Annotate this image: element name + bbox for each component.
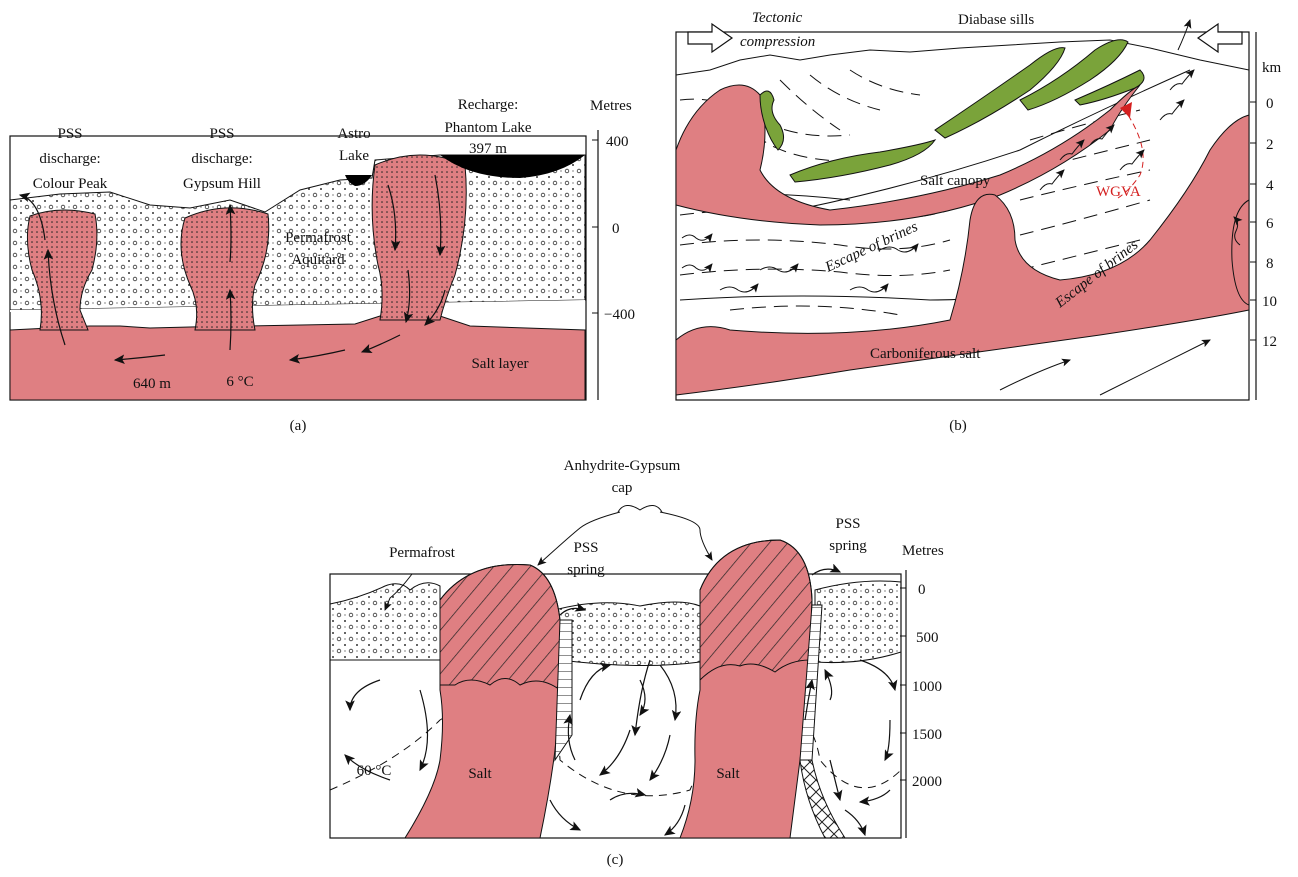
panel-b-tick: 6	[1266, 216, 1274, 232]
panel-b-caption: (b)	[949, 418, 967, 434]
label-pss-mid: Gypsum Hill	[183, 176, 261, 192]
label-salt: Salt	[468, 766, 492, 782]
label-pss-spring: PSS	[573, 540, 598, 556]
panel-c-tick: 1000	[912, 679, 942, 695]
panel-b-tick: 12	[1262, 334, 1277, 350]
panel-b: km 0 2 4 6 8 10 12 Tectonic compression …	[676, 10, 1282, 434]
panel-a-tick: −400	[604, 307, 635, 323]
label-pss-spring: PSS	[835, 516, 860, 532]
label-permafrost: Aquitard	[291, 252, 345, 268]
label-temp: 6 °C	[226, 374, 253, 390]
label-temp: 60 °C	[357, 763, 392, 779]
panel-b-tick: 8	[1266, 256, 1274, 272]
label-carboniferous-salt: Carboniferous salt	[870, 346, 981, 362]
label-astro: Astro	[337, 126, 370, 142]
label-anhydrite: Anhydrite-Gypsum	[564, 458, 681, 474]
panel-c-axis-title: Metres	[902, 543, 944, 559]
label-salt-layer: Salt layer	[471, 356, 528, 372]
anhydrite-cap-left	[440, 564, 560, 690]
panel-a-axis: Metres 400 0 −400	[590, 98, 635, 400]
panel-b-tick: 0	[1266, 96, 1274, 112]
label-pss-mid: PSS	[209, 126, 234, 142]
panel-a-axis-title: Metres	[590, 98, 632, 114]
label-astro: Lake	[339, 148, 369, 164]
panel-b-axis-title: km	[1262, 60, 1282, 76]
panel-b-tick: 10	[1262, 294, 1277, 310]
panel-c-axis: Metres 0 500 1000 1500 2000	[900, 543, 944, 838]
label-salt: Salt	[716, 766, 740, 782]
label-recharge: Phantom Lake	[444, 120, 531, 136]
panel-c-tick: 500	[916, 630, 939, 646]
label-pss-spring: spring	[829, 538, 867, 554]
label-depth: 640 m	[133, 376, 171, 392]
label-pss-left: PSS	[57, 126, 82, 142]
panel-c-tick: 2000	[912, 774, 942, 790]
label-pss-spring: spring	[567, 562, 605, 578]
label-pss-mid: discharge:	[191, 151, 252, 167]
label-pss-left: Colour Peak	[33, 176, 108, 192]
label-tectonic: compression	[740, 34, 815, 50]
label-recharge: 397 m	[469, 141, 507, 157]
panel-a: Metres 400 0 −400 PSS discharge: Colour …	[10, 97, 635, 434]
label-salt-canopy: Salt canopy	[920, 173, 991, 189]
panel-a-caption: (a)	[290, 418, 307, 434]
label-wgva: WGVA	[1096, 184, 1141, 200]
label-anhydrite: cap	[612, 480, 633, 496]
label-permafrost: Permafrost	[285, 230, 352, 246]
panel-c: Metres 0 500 1000 1500 2000 Anhydrite-Gy…	[330, 458, 944, 868]
label-recharge: Recharge:	[458, 97, 519, 113]
label-pss-left: discharge:	[39, 151, 100, 167]
panel-a-tick: 400	[606, 134, 629, 150]
panel-c-tick: 0	[918, 582, 926, 598]
anhydrite-cap-right	[700, 540, 812, 680]
label-diabase: Diabase sills	[958, 12, 1034, 28]
label-permafrost: Permafrost	[389, 545, 456, 561]
panel-c-tick: 1500	[912, 727, 942, 743]
panel-a-tick: 0	[612, 221, 620, 237]
panel-b-tick: 2	[1266, 137, 1274, 153]
label-tectonic: Tectonic	[752, 10, 803, 26]
panel-b-tick: 4	[1266, 178, 1274, 194]
panel-c-caption: (c)	[607, 852, 624, 868]
panel-b-axis: km 0 2 4 6 8 10 12	[1250, 32, 1282, 400]
